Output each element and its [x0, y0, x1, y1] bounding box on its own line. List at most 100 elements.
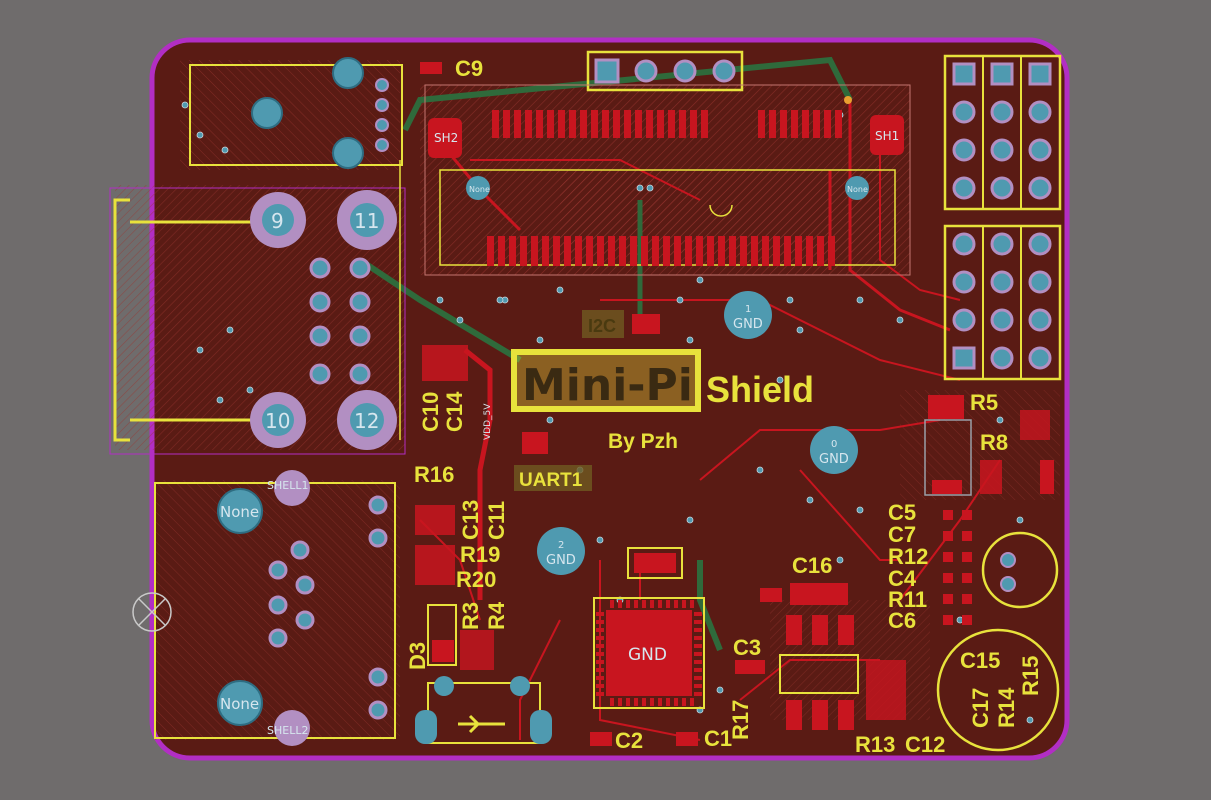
label-C10: C10	[418, 392, 443, 432]
pi-pin	[575, 236, 582, 266]
label-I2C: I2C	[588, 316, 616, 336]
usb-pin	[368, 667, 388, 687]
pi-pin	[547, 110, 554, 138]
mcu-pin	[618, 698, 622, 706]
pi-pin	[780, 110, 787, 138]
title-mini-pi: Mini-Pi	[522, 360, 693, 411]
label-R3: R3	[458, 602, 483, 630]
pi-pin	[751, 236, 758, 266]
label-R17: R17	[728, 700, 753, 740]
pi-pin	[758, 110, 765, 138]
header-pin	[952, 62, 976, 86]
svg-text:GND: GND	[733, 317, 763, 332]
rj45-connector[interactable]: 9 11 10 12	[109, 160, 406, 455]
header-pin	[1028, 138, 1052, 162]
mcu-pin	[610, 600, 614, 608]
pi-pin	[580, 110, 587, 138]
rj-connector-top[interactable]	[189, 57, 403, 169]
header-pin	[990, 346, 1014, 370]
usb-pin	[295, 575, 315, 595]
label-R19: R19	[460, 542, 500, 567]
pi-pin	[619, 236, 626, 266]
rj45-pin	[349, 325, 371, 347]
usb-pins	[268, 495, 388, 720]
header-pin	[1028, 176, 1052, 200]
pi-pin	[586, 236, 593, 266]
pi-pin	[503, 110, 510, 138]
header-pin	[952, 308, 976, 332]
pi-pin	[608, 236, 615, 266]
label-C3: C3	[733, 635, 761, 660]
pad-10: 10	[265, 409, 290, 433]
smd-pad	[943, 573, 953, 583]
pad-SH1: SH1	[875, 129, 899, 143]
pi-pin	[542, 236, 549, 266]
usb-pin	[268, 560, 288, 580]
header-pin	[1028, 100, 1052, 124]
pi-pin	[802, 110, 809, 138]
pi-pin	[718, 236, 725, 266]
mcu-pin	[634, 698, 638, 706]
buzzer-large[interactable]	[936, 628, 1060, 752]
pi-pin	[564, 236, 571, 266]
header-pin	[990, 100, 1014, 124]
smd-pad	[962, 615, 972, 625]
mcu-pin	[694, 692, 702, 696]
mcu-pin	[596, 668, 604, 672]
mcu-pin	[694, 660, 702, 664]
pi-pin	[835, 110, 842, 138]
mcu-pin	[694, 652, 702, 656]
label-R5: R5	[970, 390, 998, 415]
label-C5: C5	[888, 500, 916, 525]
mcu-pin	[694, 684, 702, 688]
pi-pin	[525, 110, 532, 138]
usb-pin	[368, 495, 388, 515]
svg-text:0: 0	[831, 439, 837, 450]
label-R16: R16	[414, 462, 454, 487]
mcu-pin	[626, 600, 630, 608]
pi-pin	[657, 110, 664, 138]
label-C2: C2	[615, 728, 643, 753]
label-C16: C16	[792, 553, 832, 578]
pi-pin	[824, 110, 831, 138]
label-R11: R11	[888, 587, 927, 612]
header-pin	[952, 232, 976, 256]
mcu-chip[interactable]: GND	[593, 597, 705, 709]
micro-usb[interactable]	[415, 676, 552, 744]
mcu-pin	[596, 692, 604, 696]
mcu-pins	[596, 600, 702, 706]
rj45-pin	[349, 257, 371, 279]
right-top-pins	[952, 62, 1052, 200]
pi-connector[interactable]: SH2 SH1 None None	[424, 84, 911, 276]
usb-pin	[290, 540, 310, 560]
label-R20: R20	[456, 567, 496, 592]
pi-pin	[602, 110, 609, 138]
pad-none-a: None	[469, 185, 490, 194]
mcu-pin	[650, 698, 654, 706]
pi-pin	[536, 110, 543, 138]
pi-pin	[553, 236, 560, 266]
header-right-bottom[interactable]	[943, 224, 1062, 381]
usb-pin	[268, 628, 288, 648]
rj45-pin	[309, 257, 331, 279]
header-top-4pin[interactable]	[586, 50, 744, 92]
buzzer-small[interactable]	[981, 531, 1059, 609]
pi-pin	[569, 110, 576, 138]
pi-pin	[813, 110, 820, 138]
pi-pin	[646, 110, 653, 138]
pi-pin	[817, 236, 824, 266]
label-C12: C12	[905, 732, 945, 757]
usb-connector[interactable]: None None SHELL1 SHELL2	[154, 470, 396, 746]
pi-pin	[806, 236, 813, 266]
smd-pad	[943, 510, 953, 520]
smd-pad	[962, 510, 972, 520]
header-right-top[interactable]	[943, 54, 1062, 211]
pi-pin	[773, 236, 780, 266]
pi-pin	[740, 236, 747, 266]
regulator-block[interactable]	[779, 615, 906, 730]
smd-pad	[962, 552, 972, 562]
label-R15: R15	[1018, 656, 1043, 696]
mcu-pin	[650, 600, 654, 608]
svg-text:GND: GND	[546, 553, 576, 568]
